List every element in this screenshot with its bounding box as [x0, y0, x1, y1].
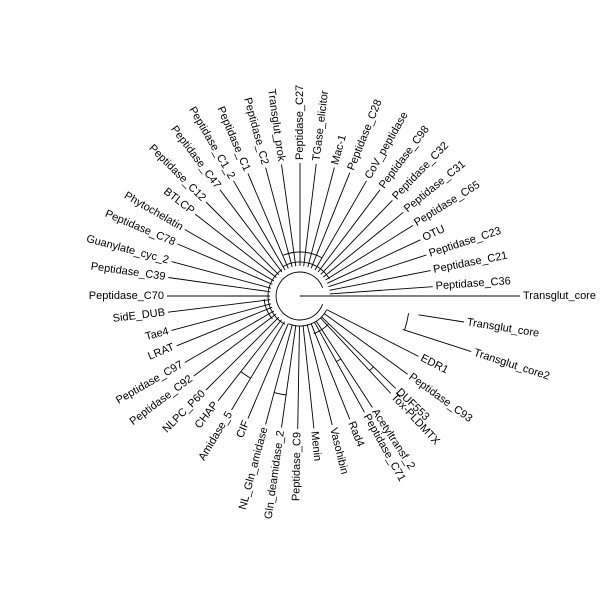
branch-10 [306, 324, 333, 426]
branch-5 [321, 316, 397, 389]
branch-16 [231, 321, 285, 411]
branch-41 [317, 189, 381, 273]
branch-2 [402, 328, 472, 353]
leaf-label: EDR1 [419, 352, 451, 376]
branch-7 [315, 320, 373, 408]
leaf-label: TGase_elicitor [311, 90, 332, 162]
branch-44 [325, 225, 414, 281]
branch-3 [326, 309, 419, 357]
branch-22 [171, 303, 272, 331]
branch-45 [327, 239, 421, 284]
branch-9 [310, 323, 351, 420]
branch-18 [205, 316, 280, 391]
branch-4 [324, 313, 408, 375]
branch-21 [176, 306, 273, 347]
branch-14 [265, 324, 293, 425]
branch-33 [247, 173, 289, 269]
clade-arc-b [267, 269, 286, 325]
leaf-label: LRAT [146, 341, 176, 362]
branch-42 [320, 199, 393, 275]
branch-30 [205, 201, 280, 276]
leaf-label: Menin [308, 431, 323, 462]
branch-1 [418, 314, 465, 323]
tree-branches [167, 163, 520, 430]
branch-34 [265, 167, 293, 268]
branch-12 [297, 325, 300, 430]
branch-46 [328, 254, 427, 288]
leaf-label: Peptidase_C70 [89, 290, 164, 302]
clade-arc-j [240, 371, 251, 379]
leaf-label: OTU [421, 223, 447, 244]
leaf-label: Tae4 [144, 325, 170, 343]
root-arc [275, 271, 324, 321]
leaf-label: Vasohibin [327, 427, 350, 476]
branch-15 [247, 323, 289, 419]
leaf-label: Peptidase_C27 [294, 85, 306, 160]
leaf-label: CIF [234, 419, 252, 440]
clade-arc-c [282, 261, 330, 280]
clade-arc-k [273, 392, 287, 396]
branch-48 [329, 286, 433, 295]
leaf-label: Rad4 [345, 420, 366, 449]
branch-11 [302, 325, 315, 429]
branch-35 [281, 164, 297, 267]
leaf-label: Peptidase_C36 [435, 275, 511, 292]
clade-arc-f [283, 251, 323, 259]
branch-47 [329, 270, 431, 291]
branch-31 [219, 189, 283, 273]
branch-32 [233, 180, 286, 271]
branch-23 [167, 299, 271, 313]
leaf-label: Peptidase_C9 [290, 432, 303, 501]
branch-39 [310, 172, 351, 269]
leaf-label: Mac-1 [329, 134, 349, 167]
branch-20 [184, 310, 275, 363]
clade-arc-h [369, 366, 374, 371]
leaf-label: Transglut_core [466, 316, 540, 339]
branch-13 [281, 325, 297, 428]
branch-8 [314, 321, 365, 413]
leaf-label: Transglut_core2 [472, 347, 551, 383]
branch-19 [193, 313, 277, 377]
clade-arc-i [336, 358, 342, 362]
branch-27 [177, 243, 273, 285]
branch-6 [320, 317, 392, 394]
branch-40 [314, 180, 367, 271]
clade-arc-g [404, 313, 410, 331]
branch-37 [303, 163, 317, 267]
leaf-labels: Transglut_coreTransglut_coreTransglut_co… [85, 85, 596, 520]
branch-28 [184, 229, 275, 282]
leaf-label: Peptidase_C39 [90, 261, 166, 283]
branch-38 [307, 167, 335, 268]
branch-43 [323, 211, 404, 278]
branch-25 [168, 277, 271, 293]
branch-29 [194, 213, 277, 278]
branch-17 [217, 319, 282, 402]
leaf-label: Transglut_core [523, 290, 596, 302]
leaf-label: SidE_DUB [112, 307, 166, 325]
branch-26 [171, 261, 272, 289]
